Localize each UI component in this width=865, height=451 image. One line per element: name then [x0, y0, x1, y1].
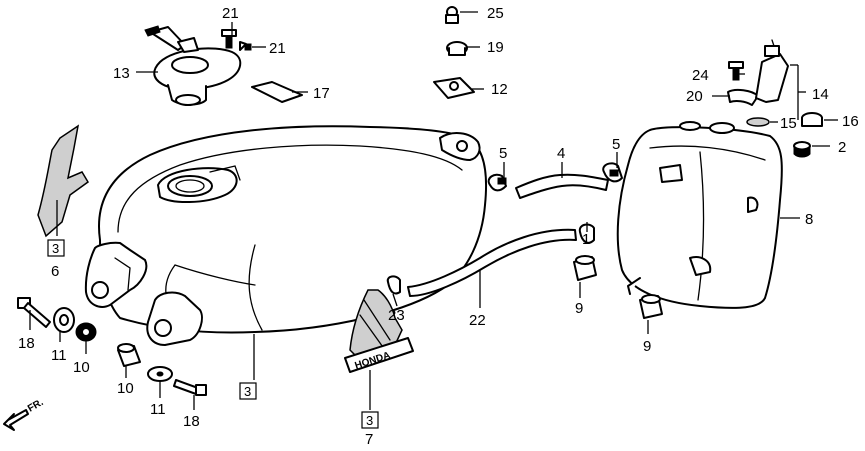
filler-neck: [157, 165, 241, 204]
boxed-ref-tank: 3: [244, 384, 251, 399]
screw-24[interactable]: [728, 61, 744, 81]
reserve-tank[interactable]: [616, 121, 783, 309]
bolt-18-left[interactable]: [17, 297, 51, 328]
honda-emblem[interactable]: HONDA: [344, 289, 414, 373]
callout-14: 14: [812, 86, 829, 103]
callout-18-left: 18: [18, 335, 35, 352]
callout-5-left: 5: [499, 145, 507, 162]
gasket-15[interactable]: [746, 117, 770, 127]
label-sticker[interactable]: [251, 81, 303, 103]
nut-2[interactable]: [793, 141, 811, 158]
grommet-19[interactable]: [446, 41, 468, 56]
callout-23: 23: [388, 307, 405, 324]
cap-16[interactable]: [801, 112, 823, 127]
hose-clamp-1[interactable]: [578, 223, 595, 244]
fuel-gauge-unit-14[interactable]: [755, 39, 789, 103]
boxed-reference-numbers: 3 3 3: [47, 239, 379, 429]
fuel-hose-22[interactable]: [407, 228, 577, 297]
callout-4: 4: [557, 145, 565, 162]
callout-9-upper: 9: [575, 300, 583, 317]
cushion-10-left[interactable]: [75, 322, 97, 342]
callout-18-center: 18: [183, 413, 200, 430]
fuel-hose-4[interactable]: [515, 173, 609, 199]
callout-12: 12: [491, 81, 508, 98]
cushion-10-center[interactable]: [117, 343, 141, 367]
callout-17: 17: [313, 85, 330, 102]
front-direction-arrow: FR.: [3, 397, 46, 431]
callout-2: 2: [838, 139, 846, 156]
tank-decal-left[interactable]: [37, 124, 89, 238]
callout-1: 1: [582, 231, 590, 248]
callout-21-right: 21: [269, 40, 286, 57]
callout-6: 6: [51, 263, 59, 280]
boxed-ref-decal: 3: [52, 241, 59, 256]
callout-9-lower: 9: [643, 338, 651, 355]
screw-25[interactable]: [445, 6, 459, 24]
fuel-cap[interactable]: [144, 25, 242, 106]
bolt-18-center[interactable]: [173, 379, 207, 396]
callout-19: 19: [487, 39, 504, 56]
cap-screws-21[interactable]: [221, 29, 252, 51]
callout-10-center: 10: [117, 380, 134, 397]
cushion-9-lower[interactable]: [639, 294, 663, 319]
fuel-tank[interactable]: [84, 125, 488, 346]
callout-10-left: 10: [73, 359, 90, 376]
plate-12[interactable]: [433, 77, 475, 99]
cushion-9-upper[interactable]: [573, 255, 597, 281]
callout-labels: 21 21 25 19 12 13 17 24 20 14 15 16 2 5 …: [18, 5, 859, 448]
callout-11-center: 11: [150, 401, 166, 418]
hose-clamp-5-left[interactable]: [487, 173, 507, 192]
washer-11-center[interactable]: [147, 366, 173, 382]
callout-8: 8: [805, 211, 813, 228]
callout-16: 16: [842, 113, 859, 130]
bracket-20[interactable]: [727, 88, 759, 106]
callout-13: 13: [113, 65, 130, 82]
callout-11-left: 11: [51, 347, 67, 364]
boxed-ref-emblem: 3: [366, 413, 373, 428]
callout-15: 15: [780, 115, 797, 132]
callout-24: 24: [692, 67, 709, 84]
washer-11-left[interactable]: [53, 307, 75, 333]
hose-clamp-23[interactable]: [386, 275, 401, 295]
callout-20: 20: [686, 88, 703, 105]
callout-21-top: 21: [222, 5, 239, 22]
callout-25: 25: [487, 5, 504, 22]
callout-7: 7: [365, 431, 373, 448]
front-direction-label: FR.: [26, 397, 46, 415]
leader-lines: [29, 11, 838, 410]
callout-22: 22: [469, 312, 486, 329]
callout-5-right: 5: [612, 136, 620, 153]
